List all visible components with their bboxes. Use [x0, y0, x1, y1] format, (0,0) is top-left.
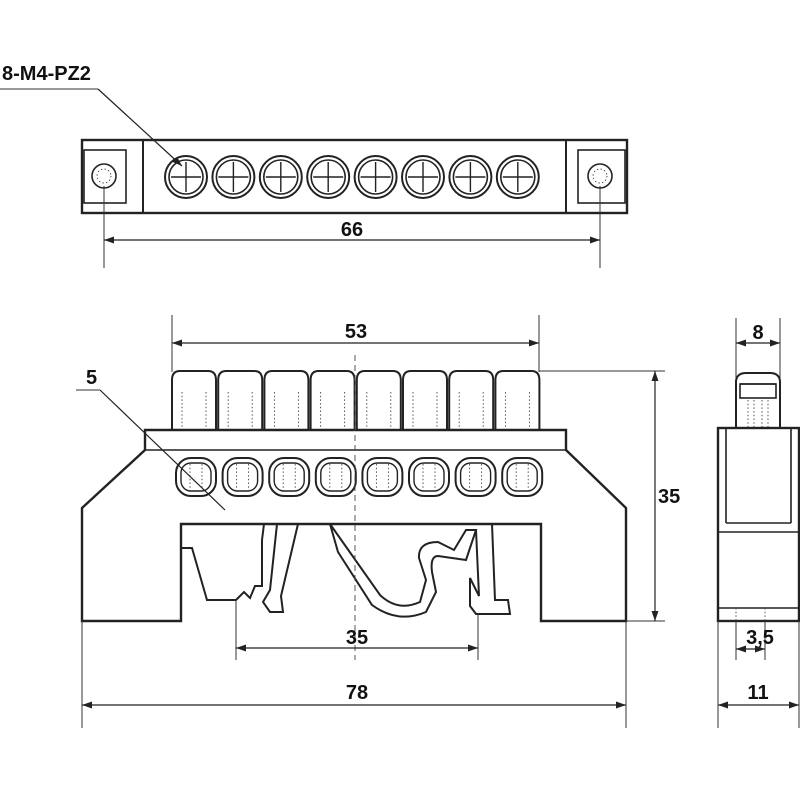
front-terminal-holes — [175, 457, 544, 497]
terminal-hole-2 — [221, 457, 264, 497]
dim-side-width: 11 — [747, 682, 768, 704]
top-view-screws — [164, 155, 540, 199]
din-clip — [180, 523, 512, 618]
terminal-hole-4 — [314, 457, 357, 497]
top-screw-8 — [495, 155, 540, 199]
screw-spec-label: 8-M4-PZ2 — [2, 63, 91, 85]
terminal-hole-1 — [175, 457, 217, 497]
terminal-hole-7 — [454, 457, 497, 497]
dim-total-length: 78 — [346, 682, 368, 704]
terminal-hole-3 — [268, 457, 311, 497]
screw-heads — [171, 370, 541, 431]
dim-screw-span: 53 — [345, 321, 367, 343]
dim-mount-length: 66 — [341, 219, 363, 241]
top-view: 8-M4-PZ2 66 — [0, 63, 629, 268]
screw-head-4 — [309, 370, 356, 431]
screw-head-1 — [171, 370, 217, 431]
screw-head-7 — [448, 370, 495, 431]
top-screw-3 — [258, 155, 303, 199]
front-view: 5 53 35 35 78 — [76, 315, 680, 728]
top-screw-4 — [306, 155, 351, 199]
front-view-body — [80, 428, 628, 623]
screw-head-5 — [355, 370, 402, 431]
dim-side-slot: 3,5 — [746, 627, 774, 649]
side-view: 8 3,5 11 — [716, 318, 800, 728]
side-view-body — [716, 426, 800, 623]
top-screw-1 — [164, 155, 208, 199]
top-screw-5 — [353, 155, 398, 199]
screw-head-8 — [494, 370, 541, 431]
screw-head-3 — [263, 370, 310, 431]
dim-hole-size: 5 — [86, 367, 97, 389]
terminal-hole-6 — [408, 457, 450, 497]
screw-head-6 — [402, 370, 448, 431]
top-screw-7 — [448, 155, 493, 199]
dim-height: 35 — [658, 486, 680, 508]
terminal-hole-5 — [361, 457, 404, 497]
dim-rail-width: 35 — [346, 627, 368, 649]
dim-side-top: 8 — [752, 322, 763, 344]
screw-head-2 — [217, 370, 264, 431]
terminal-hole-8 — [501, 457, 544, 497]
top-screw-6 — [401, 155, 445, 199]
top-screw-2 — [211, 155, 256, 199]
